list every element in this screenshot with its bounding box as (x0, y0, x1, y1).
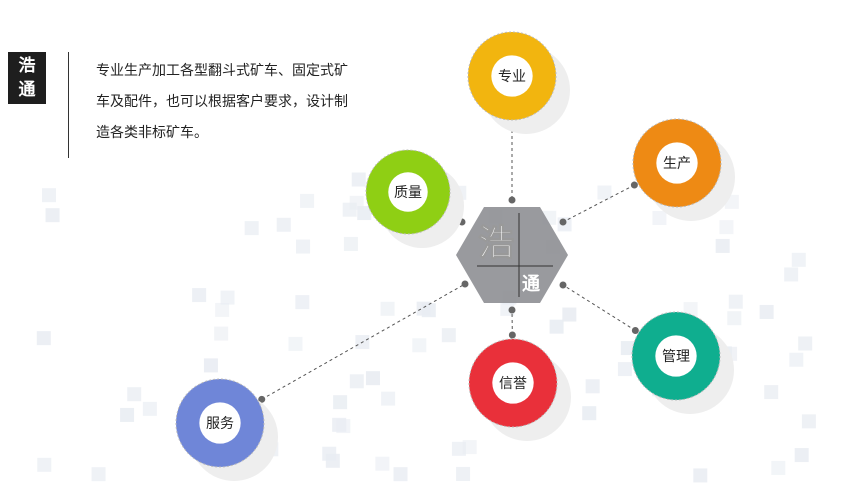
background-block (562, 307, 577, 322)
background-block (456, 466, 471, 481)
hub-char-1: 浩 (477, 222, 515, 265)
background-block (203, 358, 218, 373)
background-block (693, 468, 708, 483)
node-center (491, 55, 533, 97)
connector-line (562, 284, 636, 331)
connector-dot (258, 395, 266, 403)
node-center (655, 335, 697, 377)
background-block (784, 267, 799, 282)
background-block (127, 387, 142, 402)
node-label: 信誉 (499, 376, 527, 392)
background-block (349, 195, 364, 210)
connector-dot (508, 196, 516, 204)
background-block (214, 326, 229, 341)
background-block (585, 379, 600, 394)
background-block (393, 467, 408, 482)
background-block (582, 406, 597, 421)
connector-dot (559, 281, 567, 289)
connector-dot (630, 181, 638, 189)
background-block (715, 238, 730, 253)
connector-dot (559, 218, 567, 226)
background-block (142, 401, 157, 416)
background-block (42, 188, 57, 203)
background-block (759, 304, 774, 319)
background-block (276, 217, 291, 232)
background-block (322, 446, 337, 461)
background-block (683, 302, 698, 317)
background-block (220, 290, 235, 305)
background-block (727, 311, 742, 326)
background-block (412, 338, 427, 353)
background-block (333, 395, 348, 410)
background-block (462, 440, 477, 455)
node-center (388, 172, 428, 212)
connector-lines (258, 120, 639, 403)
background-block (451, 441, 466, 456)
connector-dot (461, 280, 469, 288)
node-label: 生产 (663, 156, 691, 172)
brand-logo: 浩 通 (8, 52, 46, 104)
background-block (351, 172, 366, 187)
node-center (492, 362, 534, 404)
background-block (120, 407, 135, 422)
node-label: 质量 (394, 185, 422, 201)
background-block (617, 362, 632, 377)
background-block (794, 448, 809, 463)
background-block (549, 319, 564, 334)
connector-line (562, 184, 635, 223)
background-block (288, 336, 303, 351)
background-block (620, 341, 635, 356)
background-block (798, 336, 813, 351)
background-block (375, 456, 390, 471)
node-center (199, 402, 241, 444)
background-block (597, 185, 612, 200)
background-block (295, 295, 310, 310)
background-block (343, 236, 358, 251)
intro-text: 专业生产加工各型翻斗式矿车、固定式矿车及配件，也可以根据客户要求，设计制造各类非… (96, 63, 348, 141)
background-block (91, 467, 106, 482)
background-block (771, 460, 786, 475)
node-label: 管理 (662, 349, 690, 365)
background-block (244, 221, 259, 236)
background-block (801, 414, 816, 429)
background-block (719, 220, 734, 235)
background-block (764, 385, 779, 400)
connector-dot (631, 326, 639, 334)
connector-dot (508, 306, 516, 314)
logo-char-1: 浩 (18, 56, 36, 76)
background-block (365, 371, 380, 386)
background-block (45, 208, 60, 223)
background-block (791, 252, 806, 267)
hub-char-2: 通 (522, 274, 540, 295)
background-block (36, 331, 51, 346)
background-block (789, 352, 804, 367)
background-block (421, 303, 436, 318)
background-block (215, 302, 230, 317)
background-block (296, 239, 311, 254)
node-center (656, 142, 698, 184)
node-label: 服务 (206, 416, 234, 432)
background-block (652, 210, 667, 225)
background-block (349, 374, 364, 389)
background-block (381, 391, 396, 406)
background-block (441, 328, 456, 343)
logo-char-2: 通 (18, 80, 36, 100)
connector-line (261, 283, 466, 400)
background-block (728, 294, 743, 309)
background-block (380, 301, 395, 316)
background-block (332, 417, 347, 432)
hub-hexagon (456, 207, 568, 303)
background-block (37, 457, 52, 472)
node-label: 专业 (498, 69, 526, 85)
divider (68, 52, 69, 158)
connector-dot (508, 331, 516, 339)
background-block (192, 288, 207, 303)
background-block (300, 193, 315, 208)
